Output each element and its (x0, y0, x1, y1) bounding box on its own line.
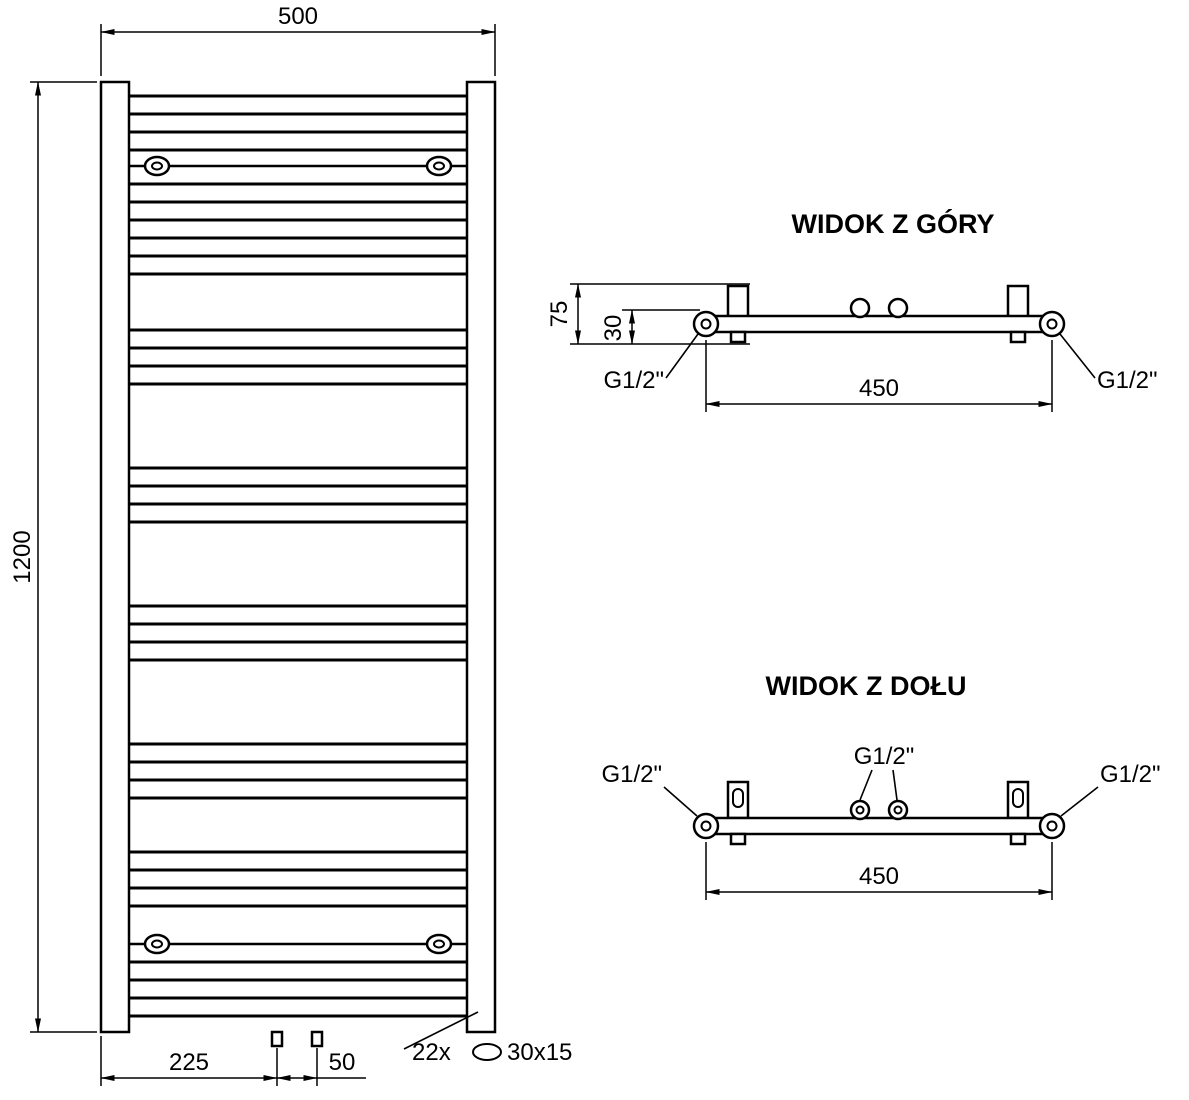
bracket-head-hole-icon (433, 939, 445, 949)
wall-bracket-top (129, 155, 467, 177)
radiator-tube-top-view (698, 314, 1060, 334)
center-connection-icon (849, 297, 871, 319)
right-connection-label: G1/2" (1097, 367, 1158, 394)
top-view: WIDOK Z GÓRY 75 30 G1/2" G1/2" 450 (546, 208, 1158, 412)
span-dimension-label: 450 (859, 863, 899, 890)
bottom-connection-right (310, 1030, 324, 1048)
right-fitting-hole-icon (1046, 820, 1058, 832)
height-dimension: 1200 (9, 81, 97, 1033)
radiator-rungs (129, 94, 467, 1018)
rung-profile-callout: 22x 30x15 (403, 1011, 572, 1066)
leader-line (892, 769, 898, 801)
left-connection-label: G1/2" (601, 761, 662, 788)
offset-dimension-label: 225 (169, 1049, 209, 1076)
bracket-clamp (1009, 330, 1027, 344)
bracket-slot-icon (732, 788, 744, 808)
span-dimension-label: 450 (859, 375, 899, 402)
leader-line (665, 333, 699, 379)
oval-profile-icon (472, 1043, 502, 1061)
bottom-dimensions: 225 50 (100, 1036, 366, 1086)
rung-profile-label: 30x15 (507, 1039, 572, 1066)
front-view: 500 1200 (9, 3, 572, 1086)
left-fitting-hole-icon (700, 318, 712, 330)
radiator-tube-bottom-view (698, 816, 1060, 836)
leader-line (663, 786, 698, 817)
bracket-clamp (729, 832, 747, 846)
width-dimension: 500 (100, 3, 496, 76)
left-fitting-hole-icon (700, 820, 712, 832)
depth-dimension-label: 75 (546, 301, 573, 328)
bottom-view-title: WIDOK Z DOŁU (766, 671, 967, 701)
leader-line (859, 769, 873, 801)
height-dimension-label: 1200 (9, 530, 36, 583)
center-connection-label: G1/2" (854, 743, 915, 770)
center-connection-hole-icon (893, 805, 903, 815)
leader-line (403, 1011, 479, 1050)
bottom-connection-left (270, 1030, 284, 1048)
left-rail (99, 80, 131, 1034)
wall-bracket (1006, 284, 1030, 320)
rung-count-label: 22x (412, 1039, 451, 1066)
bracket-clamp (729, 330, 747, 344)
bracket-head-hole-icon (151, 939, 163, 949)
left-connection-label: G1/2" (603, 367, 664, 394)
wall-bracket (726, 284, 750, 320)
top-view-title: WIDOK Z GÓRY (792, 208, 995, 239)
right-rail (465, 80, 497, 1034)
center-connection-icon (887, 297, 909, 319)
bracket-slot-icon (1012, 788, 1024, 808)
width-dimension-label: 500 (278, 3, 318, 30)
leader-line (1060, 786, 1099, 817)
wall-bracket-bottom (129, 933, 467, 955)
bracket-clamp (1009, 832, 1027, 846)
leader-line (1059, 333, 1096, 379)
pipe-gap-dimension-label: 50 (329, 1049, 356, 1076)
right-fitting-hole-icon (1046, 318, 1058, 330)
center-connection-hole-icon (855, 805, 865, 815)
axis-dimension-label: 30 (600, 315, 627, 342)
right-connection-label: G1/2" (1100, 761, 1161, 788)
bracket-head-hole-icon (433, 161, 445, 171)
bottom-view: WIDOK Z DOŁU G1/2" G1/2" G1/2" 450 (601, 671, 1161, 900)
bracket-head-hole-icon (151, 161, 163, 171)
